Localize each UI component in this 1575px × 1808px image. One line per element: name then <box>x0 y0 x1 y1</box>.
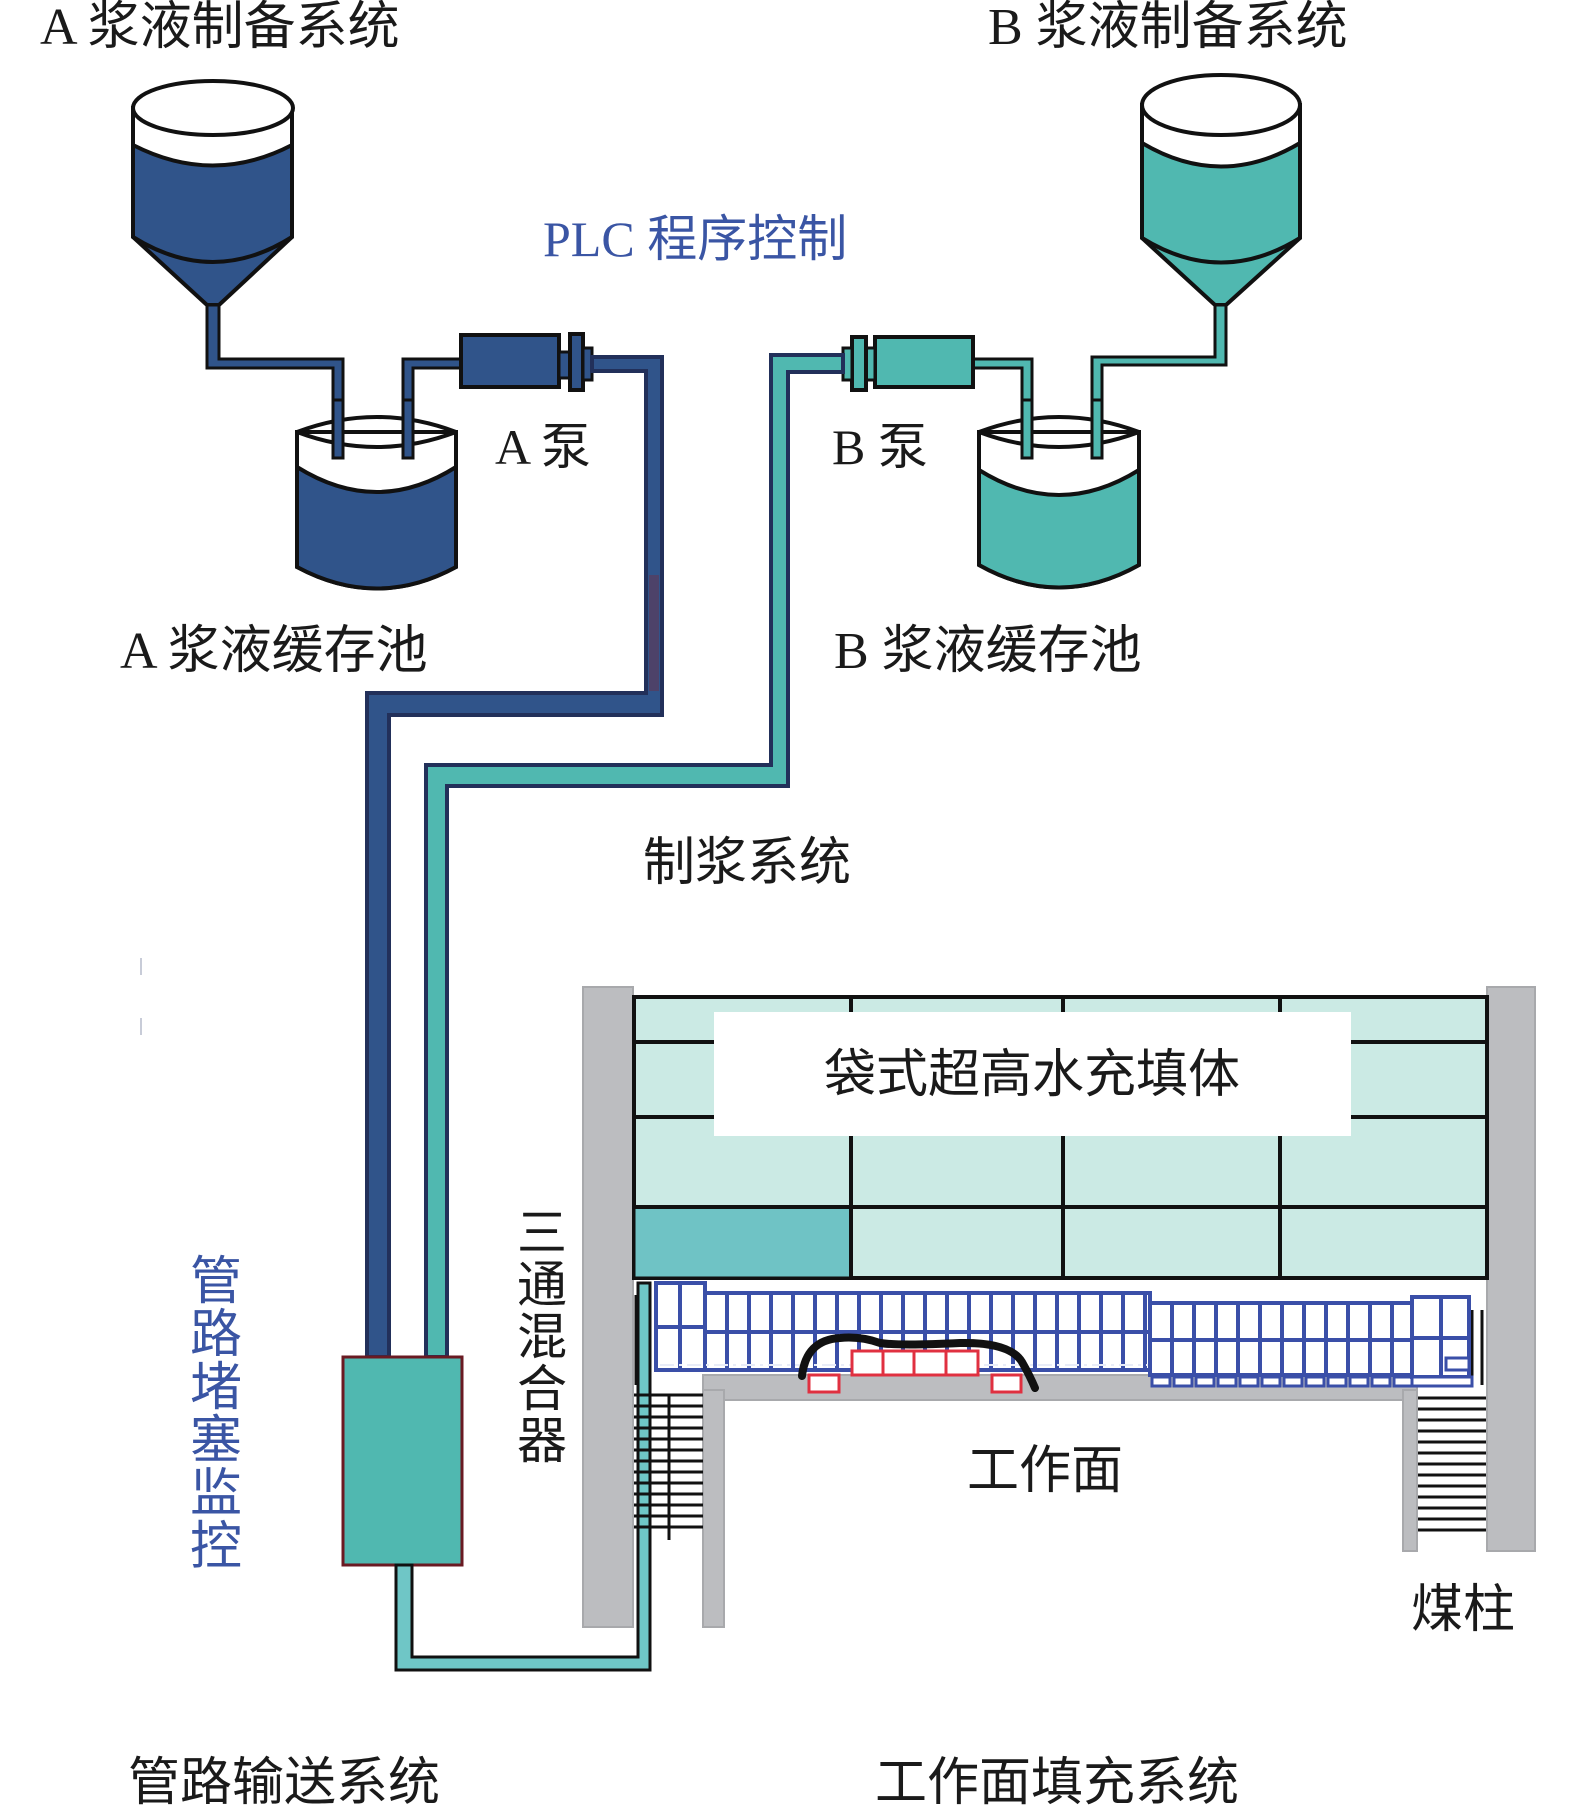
plc-control-label: PLC 程序控制 <box>543 211 847 267</box>
filling-bag-red <box>807 1349 1023 1394</box>
pipe-blockage-monitor-label: 管 路 堵 塞 监 控 <box>190 1254 242 1576</box>
monitor-char: 监 <box>190 1466 242 1523</box>
support-foot <box>1326 1375 1348 1388</box>
monitor-char: 控 <box>190 1519 242 1576</box>
monitor-char: 路 <box>190 1307 242 1364</box>
right-coal-pillar <box>1486 986 1536 1552</box>
support-foot <box>1150 1375 1172 1388</box>
filling-body-label: 袋式超高水充填体 <box>824 1047 1240 1104</box>
mixer-char: 器 <box>517 1413 567 1469</box>
b-buffer-tank-label: B 浆液缓存池 <box>834 623 1142 680</box>
support-foot <box>1348 1375 1370 1388</box>
a-buffer-tank-label: A 浆液缓存池 <box>120 623 428 680</box>
support-foot <box>1216 1375 1238 1388</box>
roadway-frame <box>702 1374 1418 1628</box>
working-face-label: 工作面 <box>967 1443 1123 1500</box>
mixer-char: 三 <box>517 1205 567 1261</box>
support-cell <box>1444 1356 1471 1372</box>
support-foot <box>1392 1375 1414 1388</box>
support-foot <box>1410 1375 1474 1388</box>
monitor-char: 塞 <box>190 1413 242 1470</box>
filling-body-grid <box>632 995 1489 1280</box>
a-prep-system-label: A 浆液制备系统 <box>40 0 400 56</box>
slurry-system-label: 制浆系统 <box>643 835 851 892</box>
b-pump <box>841 335 975 392</box>
support-foot <box>1238 1375 1260 1388</box>
a-pump-label: A 泵 <box>495 419 591 475</box>
face-filling-system-label: 工作面填充系统 <box>875 1755 1239 1808</box>
support-foot <box>1194 1375 1216 1388</box>
hydraulic-supports <box>654 1281 1474 1388</box>
mixer-outlet-pipe <box>394 1281 652 1672</box>
support-foot <box>1304 1375 1326 1388</box>
b-prep-system-label: B 浆液制备系统 <box>988 0 1348 56</box>
pipeline-transport-system-label: 管路输送系统 <box>128 1755 440 1808</box>
b-pump-label: B 泵 <box>832 419 928 475</box>
left-coal-pillar <box>582 986 634 1628</box>
three-way-mixer <box>341 1355 464 1567</box>
b-buffer-tank <box>977 398 1141 590</box>
b-prep-hopper <box>1140 73 1302 307</box>
mixer-char: 混 <box>517 1309 567 1365</box>
monitor-char: 管 <box>190 1254 242 1311</box>
coal-pillar-label: 煤柱 <box>1411 1582 1515 1639</box>
three-way-mixer-label: 三 通 混 合 器 <box>517 1205 567 1469</box>
mixer-char: 通 <box>517 1257 567 1313</box>
support-foot <box>1370 1375 1392 1388</box>
monitor-char: 堵 <box>190 1360 242 1417</box>
support-foot <box>1282 1375 1304 1388</box>
a-pump <box>459 332 594 392</box>
mixer-char: 合 <box>517 1361 567 1417</box>
coal-wall-hatch-right <box>1418 1396 1486 1532</box>
support-foot <box>1260 1375 1282 1388</box>
support-foot <box>1172 1375 1194 1388</box>
a-prep-hopper <box>131 79 295 307</box>
filling-bag-outline <box>798 1333 1039 1392</box>
a-buffer-tank <box>295 398 458 591</box>
